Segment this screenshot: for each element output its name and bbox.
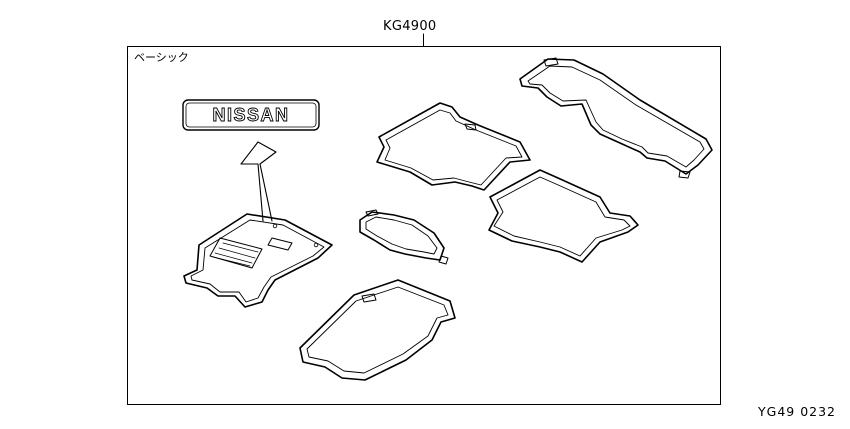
kit-part-number: KG4900 [383,19,437,34]
second-row-right-mat [488,169,639,263]
emblem-logo-text: NISSAN [212,105,289,125]
emblem-location-arrow [240,141,277,222]
driver-floor-mat [183,213,333,308]
third-row-mat [519,57,713,179]
kit-variant-label: ベーシック [134,51,189,64]
nissan-emblem: NISSAN [182,99,320,131]
cargo-area-mat [299,279,456,381]
passenger-floor-mat [359,209,449,265]
figure-reference-code: YG49 0232 [758,404,837,419]
second-row-left-mat [376,102,531,191]
